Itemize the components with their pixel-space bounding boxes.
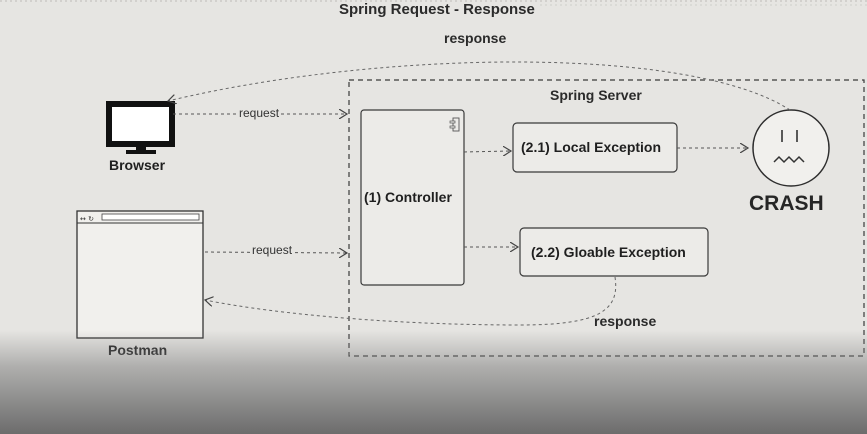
spring-server-label: Spring Server [550, 87, 642, 103]
monitor-icon [106, 101, 175, 154]
controller-to-local-arrow [463, 151, 511, 152]
crash-label: CRASH [749, 192, 824, 215]
window-icon: ↔ ↻ [76, 210, 204, 339]
global-response-arrow [205, 276, 617, 326]
postman-label: Postman [108, 342, 168, 358]
component-icon [449, 117, 460, 132]
controller-label: (1) Controller [364, 189, 452, 205]
diagram-title: Spring Request - Response [339, 1, 535, 18]
svg-text:↔ ↻: ↔ ↻ [80, 215, 94, 223]
request-label-browser: request [237, 106, 282, 120]
global-exception-label: (2.2) Gloable Exception [531, 244, 686, 260]
request-label-postman: request [250, 243, 295, 257]
controller-box [360, 109, 465, 286]
local-exception-label: (2.1) Local Exception [521, 139, 662, 155]
response-label-bottom: response [594, 313, 657, 329]
browser-label: Browser [109, 157, 166, 173]
crash-response-arrow [168, 61, 791, 111]
response-label-top: response [444, 30, 507, 46]
sad-face-icon [752, 109, 830, 187]
global-exception-box [519, 227, 709, 277]
